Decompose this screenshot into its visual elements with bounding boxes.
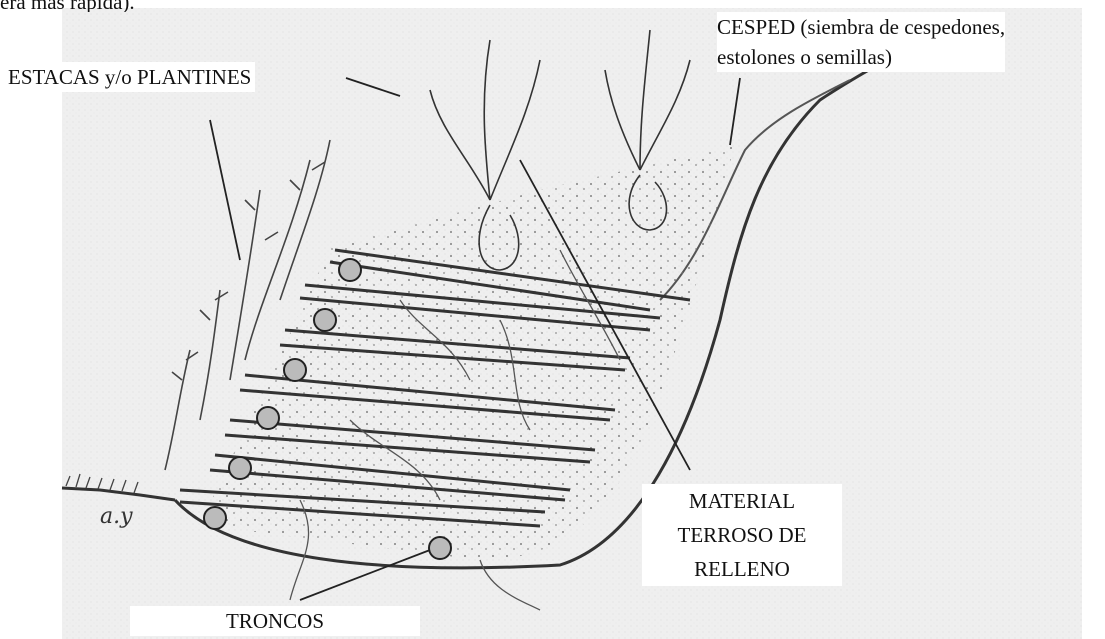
log-end-7 <box>429 537 451 559</box>
signature: a.y <box>100 504 133 529</box>
label-cesped-line2: estolones o semillas) <box>717 42 1005 72</box>
top-text-fragment: era más rápida). <box>0 0 330 12</box>
log-end-6 <box>204 507 226 529</box>
label-cesped-line1: CESPED (siembra de cespedones, <box>717 12 1005 42</box>
label-material-line1: MATERIAL <box>642 484 842 518</box>
label-estacas: ESTACAS y/o PLANTINES <box>0 62 255 92</box>
log-end-1 <box>339 259 361 281</box>
label-material-line3: RELLENO <box>642 552 842 586</box>
log-end-4 <box>257 407 279 429</box>
label-troncos: TRONCOS <box>130 606 420 636</box>
label-material: MATERIAL TERROSO DE RELLENO <box>642 484 842 586</box>
log-end-2 <box>314 309 336 331</box>
label-cesped: CESPED (siembra de cespedones, estolones… <box>717 12 1005 72</box>
log-end-5 <box>229 457 251 479</box>
log-end-3 <box>284 359 306 381</box>
label-material-line2: TERROSO DE <box>642 518 842 552</box>
